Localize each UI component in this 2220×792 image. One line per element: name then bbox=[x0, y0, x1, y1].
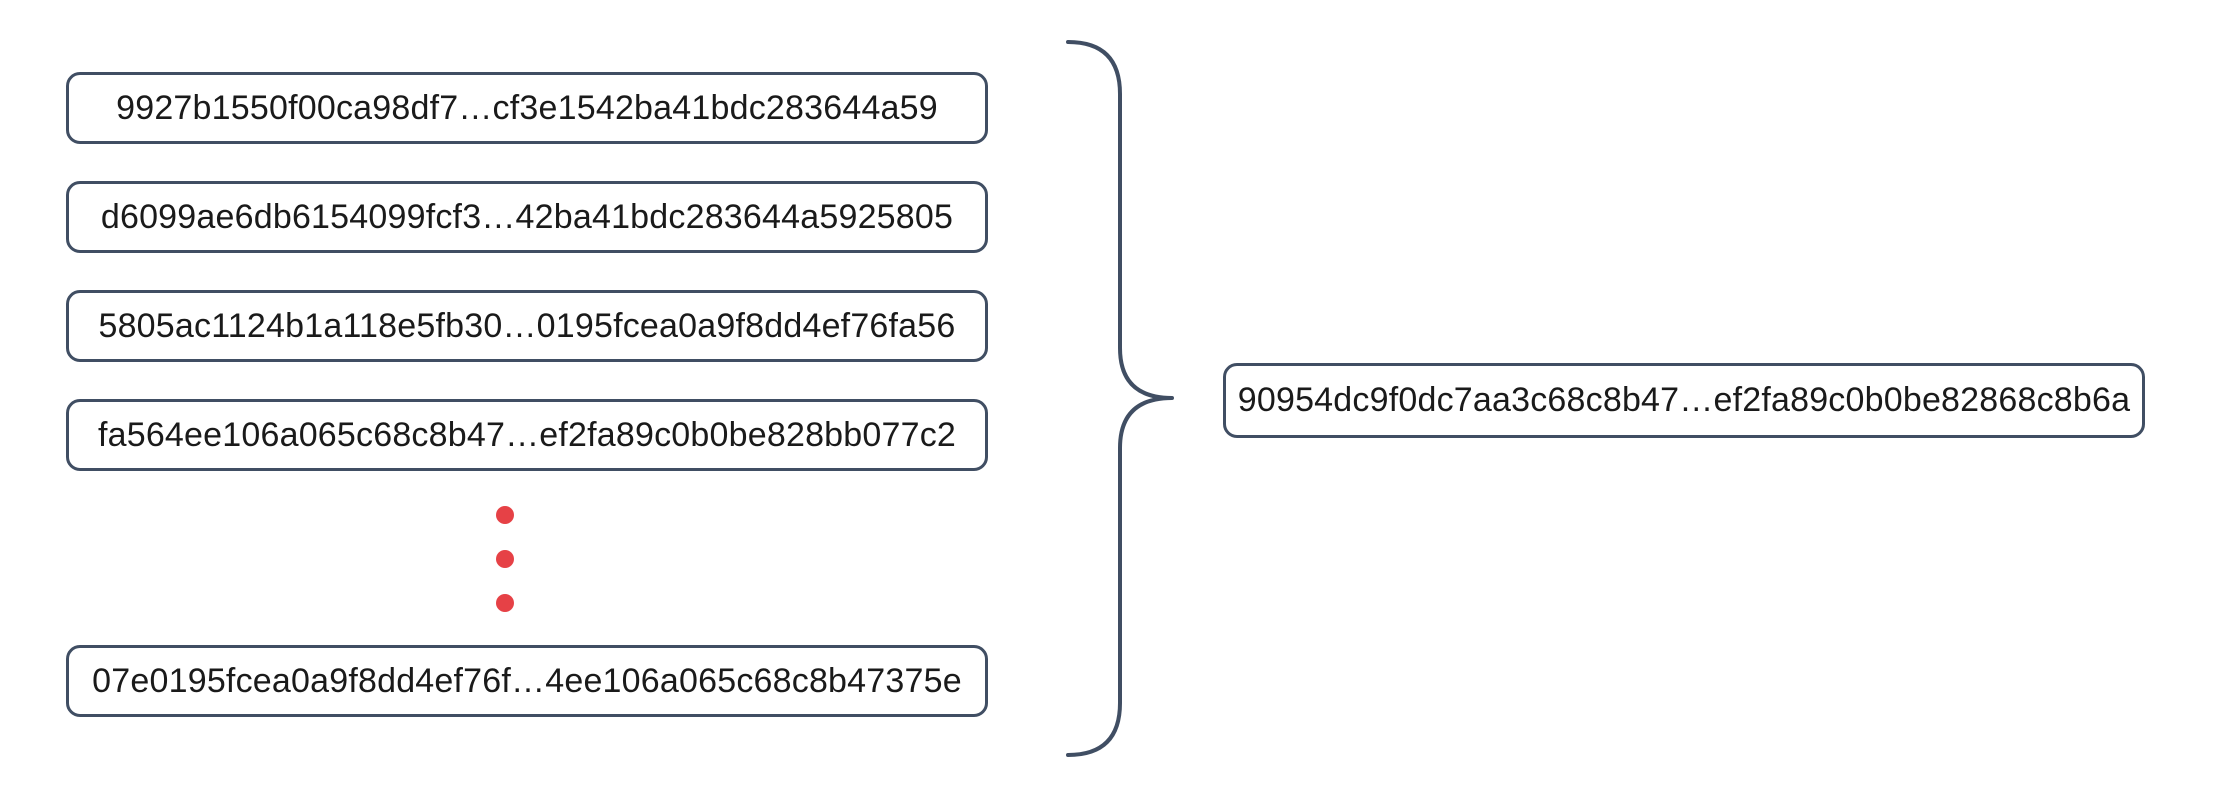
input-hash-box-1: 9927b1550f00ca98df7…cf3e1542ba41bdc28364… bbox=[66, 72, 988, 144]
ellipsis-dot bbox=[496, 506, 514, 524]
input-hash-box-2: d6099ae6db6154099fcf3…42ba41bdc283644a59… bbox=[66, 181, 988, 253]
input-hash-box-5: 07e0195fcea0a9f8dd4ef76f…4ee106a065c68c8… bbox=[66, 645, 988, 717]
input-hash-box-4: fa564ee106a065c68c8b47…ef2fa89c0b0be828b… bbox=[66, 399, 988, 471]
input-hash-text-4: fa564ee106a065c68c8b47…ef2fa89c0b0be828b… bbox=[97, 415, 957, 454]
ellipsis-dot bbox=[496, 550, 514, 568]
vertical-ellipsis-dots-icon bbox=[496, 506, 514, 612]
input-hash-box-3: 5805ac1124b1a118e5fb30…0195fcea0a9f8dd4e… bbox=[66, 290, 988, 362]
input-hash-text-2: d6099ae6db6154099fcf3…42ba41bdc283644a59… bbox=[100, 197, 954, 236]
ellipsis-dot bbox=[496, 594, 514, 612]
input-hash-text-5: 07e0195fcea0a9f8dd4ef76f…4ee106a065c68c8… bbox=[92, 661, 962, 700]
input-hash-text-1: 9927b1550f00ca98df7…cf3e1542ba41bdc28364… bbox=[116, 88, 938, 127]
output-hash-text: 90954dc9f0dc7aa3c68c8b47…ef2fa89c0b0be82… bbox=[1237, 381, 2131, 419]
right-curly-brace-icon bbox=[1066, 40, 1174, 757]
output-hash-box: 90954dc9f0dc7aa3c68c8b47…ef2fa89c0b0be82… bbox=[1223, 363, 2145, 438]
input-hash-text-3: 5805ac1124b1a118e5fb30…0195fcea0a9f8dd4e… bbox=[98, 306, 956, 345]
